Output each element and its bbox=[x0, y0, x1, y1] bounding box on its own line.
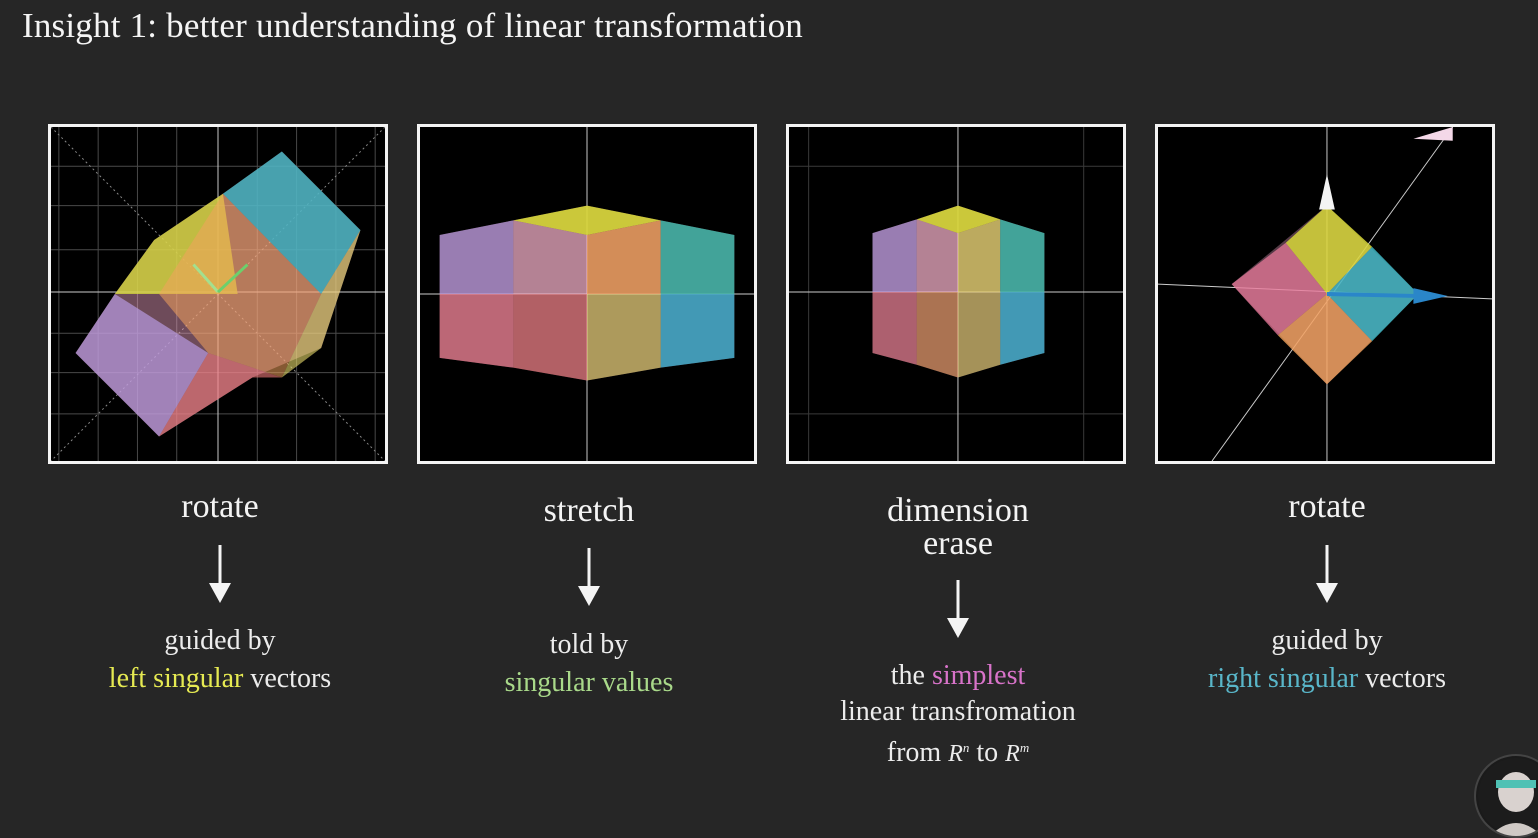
step-3-desc-from: from bbox=[886, 737, 949, 768]
panel-stretch bbox=[417, 124, 757, 464]
step-3-label-line1: dimension bbox=[887, 492, 1029, 529]
simplest-highlight: simplest bbox=[931, 660, 1026, 691]
step-4-desc-line1: guided by bbox=[1271, 625, 1383, 656]
step-3-desc: the simplest linear transfromation from … bbox=[768, 658, 1148, 772]
down-arrow-icon bbox=[209, 545, 231, 603]
step-4-label: rotate bbox=[1288, 488, 1366, 525]
r-n-symbol: Rn bbox=[948, 740, 970, 767]
panel-dimension-erase bbox=[786, 124, 1126, 464]
down-arrow-icon bbox=[947, 580, 969, 638]
step-2-desc: told by singular values bbox=[399, 626, 779, 702]
step-4-desc-rest: vectors bbox=[1358, 663, 1446, 694]
panel-rotate-right bbox=[1155, 124, 1495, 464]
step-1-desc: guided by left singular vectors bbox=[30, 622, 410, 698]
step-3-label: dimension erase bbox=[788, 492, 1128, 562]
rotated-cube-figure bbox=[51, 127, 385, 461]
stretched-cube-figure bbox=[420, 127, 754, 461]
step-4-desc-line2: right singular vectors bbox=[1137, 660, 1517, 698]
step-1-desc-rest: vectors bbox=[243, 663, 332, 694]
avatar-icon bbox=[1478, 758, 1538, 836]
step-3-desc-line1: the simplest bbox=[768, 658, 1148, 694]
presenter-avatar bbox=[1474, 754, 1538, 838]
step-3-desc-pre: the bbox=[890, 660, 932, 691]
step-4-desc: guided by right singular vectors bbox=[1137, 622, 1517, 698]
r-m-symbol: Rm bbox=[1005, 740, 1030, 767]
left-singular-highlight: left singular bbox=[108, 663, 244, 694]
singular-values-highlight: singular values bbox=[504, 667, 674, 698]
down-arrow-icon bbox=[578, 548, 600, 606]
rotated-diamond-figure bbox=[1158, 127, 1492, 461]
step-3-desc-to: to bbox=[969, 737, 1006, 768]
slide-title: Insight 1: better understanding of linea… bbox=[22, 6, 803, 45]
erased-cube-figure bbox=[789, 127, 1123, 461]
step-2-desc-line1: told by bbox=[549, 629, 629, 660]
step-3-desc-line2: linear transfromation bbox=[840, 696, 1076, 727]
step-3-label-line2: erase bbox=[923, 525, 993, 562]
step-1-desc-line2: left singular vectors bbox=[30, 660, 410, 698]
right-singular-highlight: right singular bbox=[1208, 663, 1359, 694]
step-1-label: rotate bbox=[181, 488, 259, 525]
step-1-desc-line1: guided by bbox=[164, 625, 276, 656]
step-3-desc-line3: from Rn to Rm bbox=[768, 730, 1148, 772]
down-arrow-icon bbox=[1316, 545, 1338, 603]
step-2-label: stretch bbox=[543, 492, 635, 529]
panel-rotate-left bbox=[48, 124, 388, 464]
